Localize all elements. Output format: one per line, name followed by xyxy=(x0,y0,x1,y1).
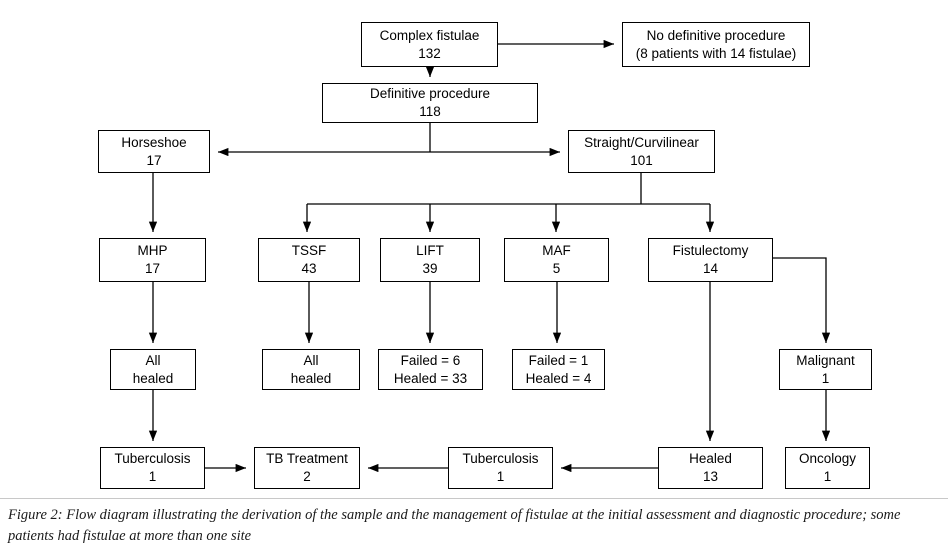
node-value: healed xyxy=(132,370,174,386)
node-value: 2 xyxy=(303,469,311,484)
node-maf[interactable]: MAF 5 xyxy=(504,238,609,282)
node-tuberculosis-left[interactable]: Tuberculosis 1 xyxy=(100,447,205,489)
node-label: All xyxy=(303,352,319,368)
node-label: Tuberculosis xyxy=(462,451,539,467)
node-value: healed xyxy=(290,370,332,386)
node-fistulectomy[interactable]: Fistulectomy 14 xyxy=(648,238,773,282)
edge-fistulectomy-to-malignant xyxy=(773,257,831,343)
node-value: 1 xyxy=(823,469,832,484)
node-tb-treatment[interactable]: TB Treatment 2 xyxy=(254,447,360,489)
node-label: Straight/Curvilinear xyxy=(584,134,699,150)
node-value: Healed = 33 xyxy=(393,370,468,386)
node-label: Tuberculosis xyxy=(114,451,191,467)
node-complex-fistulae[interactable]: Complex fistulae 132 xyxy=(361,22,498,67)
node-label: Failed = 1 xyxy=(528,352,589,368)
node-lift[interactable]: LIFT 39 xyxy=(380,238,480,282)
node-tuberculosis-mid[interactable]: Tuberculosis 1 xyxy=(448,447,553,489)
node-label: No definitive procedure xyxy=(646,27,786,43)
node-no-definitive-procedure[interactable]: No definitive procedure (8 patients with… xyxy=(622,22,810,67)
node-label: MAF xyxy=(542,243,571,259)
node-value: 101 xyxy=(630,152,653,168)
node-value: 13 xyxy=(702,469,719,484)
node-value: 118 xyxy=(419,104,441,119)
node-tssf[interactable]: TSSF 43 xyxy=(258,238,360,282)
node-value: 132 xyxy=(418,45,441,61)
node-label: Definitive procedure xyxy=(369,86,491,102)
node-value: (8 patients with 14 fistulae) xyxy=(635,45,797,61)
node-value: 17 xyxy=(144,261,161,276)
node-all-healed-tssf[interactable]: All healed xyxy=(262,349,360,390)
node-label: Complex fistulae xyxy=(379,27,480,43)
node-label: Horseshoe xyxy=(121,134,187,150)
node-label: All xyxy=(145,352,161,368)
node-value: 17 xyxy=(146,152,162,168)
node-label: TSSF xyxy=(291,243,327,259)
node-label: Healed xyxy=(689,451,732,467)
node-healed[interactable]: Healed 13 xyxy=(658,447,763,489)
node-label: Oncology xyxy=(798,451,857,467)
figure-caption: Figure 2: Flow diagram illustrating the … xyxy=(8,507,901,544)
node-label: Malignant xyxy=(796,352,855,368)
node-label: TB Treatment xyxy=(266,451,348,467)
node-label: Failed = 6 xyxy=(400,352,461,368)
node-mhp[interactable]: MHP 17 xyxy=(99,238,206,282)
node-label: MHP xyxy=(137,243,168,259)
node-value: 39 xyxy=(422,261,438,276)
node-value: 14 xyxy=(702,261,719,276)
node-value: 1 xyxy=(821,370,830,386)
node-lift-outcome[interactable]: Failed = 6 Healed = 33 xyxy=(378,349,483,390)
node-value: 1 xyxy=(496,469,505,484)
node-value: 5 xyxy=(552,261,561,276)
figure-divider xyxy=(0,498,948,499)
node-maf-outcome[interactable]: Failed = 1 Healed = 4 xyxy=(512,349,605,390)
node-definitive-procedure[interactable]: Definitive procedure 118 xyxy=(322,83,538,123)
node-label: Fistulectomy xyxy=(672,243,749,259)
node-oncology[interactable]: Oncology 1 xyxy=(785,447,870,489)
node-horseshoe[interactable]: Horseshoe 17 xyxy=(98,130,210,173)
node-value: 1 xyxy=(148,469,157,484)
node-straight-curvilinear[interactable]: Straight/Curvilinear 101 xyxy=(568,130,715,173)
node-malignant[interactable]: Malignant 1 xyxy=(779,349,872,390)
node-all-healed-mhp[interactable]: All healed xyxy=(110,349,196,390)
node-label: LIFT xyxy=(416,243,444,259)
node-value: 43 xyxy=(301,261,317,276)
node-value: Healed = 4 xyxy=(525,370,592,386)
flow-diagram: Complex fistulae 132 No definitive proce… xyxy=(98,22,872,489)
